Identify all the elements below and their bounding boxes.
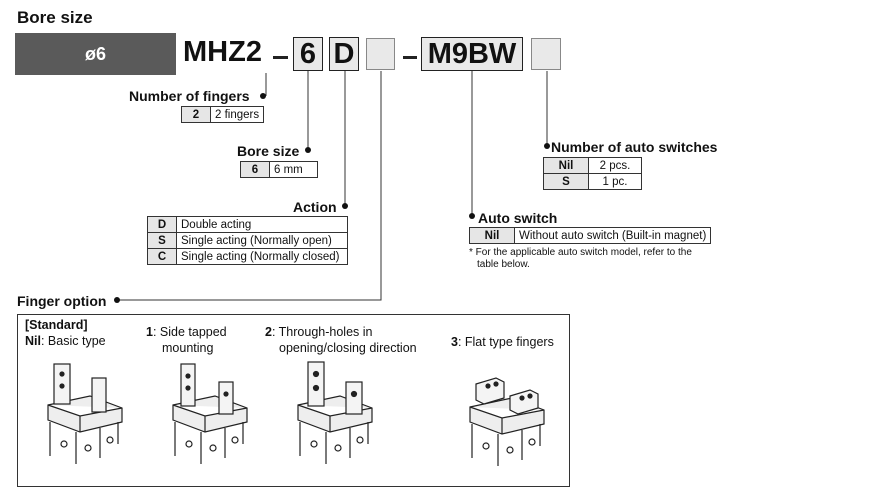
number-of-auto-switches-label: Number of auto switches <box>551 139 718 155</box>
option-desc: 2 fingers <box>209 106 265 123</box>
number-of-auto-switches-table: Nil 2 pcs. S 1 pc. <box>543 157 642 190</box>
option-desc: Double acting <box>176 216 348 233</box>
auto-switch-note-1: * For the applicable auto switch model, … <box>469 247 692 258</box>
table-row: S Single acting (Normally open) <box>147 232 348 249</box>
auto-switch-table: Nil Without auto switch (Built-in magnet… <box>469 227 712 244</box>
code-box-auto-switch: M9BW <box>421 37 523 71</box>
table-row: Nil 2 pcs. <box>543 157 642 174</box>
code-dash-1 <box>273 56 288 59</box>
option-code: C <box>147 248 177 265</box>
gripper-side-tapped-illustration <box>172 363 248 464</box>
finger-option-2-caption: 2: Through-holes in <box>265 325 372 340</box>
gripper-basic-illustration <box>47 363 123 464</box>
option-desc: Without auto switch (Built-in magnet) <box>513 227 712 244</box>
bore-size-banner: ø6 <box>15 33 176 75</box>
option-code: D <box>147 216 177 233</box>
action-label: Action <box>293 199 337 215</box>
option-desc: : Side tapped <box>152 325 227 339</box>
number-of-fingers-table: 2 2 fingers <box>181 106 265 123</box>
code-dash-2 <box>403 56 417 59</box>
option-code: 6 <box>240 161 270 178</box>
option-desc: Single acting (Normally closed) <box>176 248 348 265</box>
option-desc: 1 pc. <box>588 173 642 190</box>
option-code: 2 <box>265 325 272 339</box>
option-desc: 2 pcs. <box>588 157 642 174</box>
code-box-finger-option <box>366 38 395 70</box>
finger-option-label: Finger option <box>17 293 107 309</box>
option-desc: Single acting (Normally open) <box>176 232 348 249</box>
option-code: S <box>543 173 589 190</box>
option-code: Nil <box>469 227 515 244</box>
option-code: 2 <box>181 106 211 123</box>
finger-option-panel <box>17 314 570 487</box>
option-desc: : Flat type fingers <box>457 335 554 349</box>
table-row: C Single acting (Normally closed) <box>147 248 348 265</box>
option-code: S <box>147 232 177 249</box>
bore-size-heading: Bore size <box>17 8 93 27</box>
bore-size-table: 6 6 mm <box>240 161 318 178</box>
option-code: Nil <box>543 157 589 174</box>
finger-option-2-caption-2: opening/closing direction <box>279 341 417 355</box>
option-code: 3 <box>451 335 458 349</box>
code-box-switch-count <box>531 38 561 70</box>
code-box-size: 6 <box>293 37 323 71</box>
model-prefix: MHZ2 <box>183 36 262 68</box>
option-code: 1 <box>146 325 153 339</box>
table-row: Nil Without auto switch (Built-in magnet… <box>469 227 712 244</box>
number-of-fingers-label: Number of fingers <box>129 88 250 104</box>
option-desc: 6 mm <box>269 161 318 178</box>
option-code: Nil <box>25 334 41 348</box>
action-table: D Double acting S Single acting (Normall… <box>147 216 348 265</box>
finger-option-1-caption-2: mounting <box>162 341 214 355</box>
code-box-action: D <box>329 37 359 71</box>
finger-option-nil-caption: Nil: Basic type <box>25 334 106 349</box>
option-desc: : Basic type <box>40 334 106 348</box>
table-row: D Double acting <box>147 216 348 233</box>
gripper-flat-fingers-illustration <box>469 377 545 466</box>
table-row: 6 6 mm <box>240 161 318 178</box>
table-row: S 1 pc. <box>543 173 642 190</box>
standard-tag: [Standard] <box>25 318 88 332</box>
table-row: 2 2 fingers <box>181 106 265 123</box>
finger-option-3-caption: 3: Flat type fingers <box>451 335 554 350</box>
gripper-through-holes-illustration <box>297 361 373 464</box>
option-desc: : Through-holes in <box>271 325 373 339</box>
auto-switch-label: Auto switch <box>478 210 558 226</box>
auto-switch-note-2: table below. <box>477 259 530 270</box>
finger-option-1-caption: 1: Side tapped <box>146 325 227 340</box>
bore-size-label: Bore size <box>237 143 300 159</box>
